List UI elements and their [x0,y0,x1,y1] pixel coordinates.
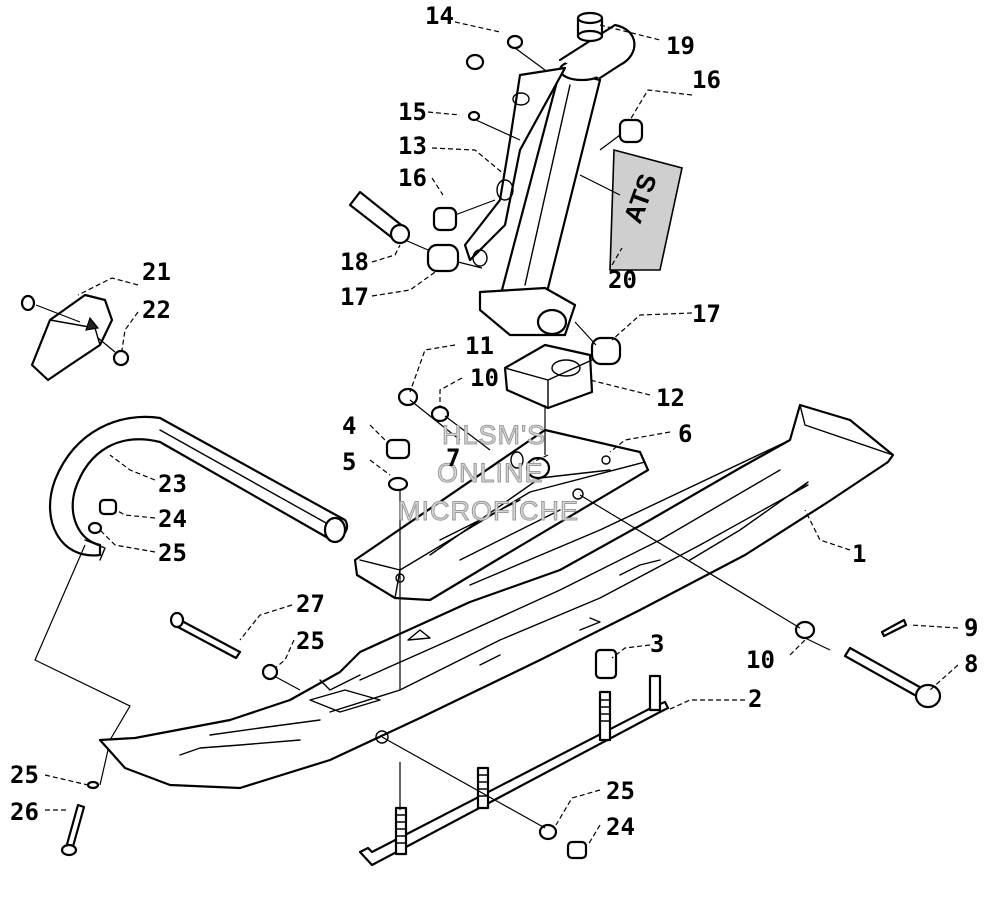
washer [465,53,485,71]
callout-18: 18 [340,248,369,276]
callout-25a: 25 [158,539,187,567]
callout-8: 8 [964,650,978,678]
callout-27: 27 [296,590,325,618]
nut [566,840,588,860]
callout-13: 13 [398,132,427,160]
bushing [618,118,644,144]
ski-saddle [353,428,650,602]
nut [385,438,411,460]
cotter-pin [880,618,908,638]
watermark-line-1: HLSM'S [442,420,546,450]
washer [794,620,816,640]
bumper [594,648,618,680]
nut [112,349,130,367]
callout-10a: 10 [746,646,775,674]
ski-handle [48,415,349,561]
bushing [426,243,460,273]
washer [86,780,100,790]
callout-1: 1 [852,540,866,568]
ski-body [98,403,895,790]
callout-10b: 10 [470,364,499,392]
callout-14: 14 [425,2,454,30]
callout-22: 22 [142,296,171,324]
callout-5: 5 [342,448,356,476]
callout-9: 9 [964,614,978,642]
callout-24a: 24 [158,505,187,533]
callout-24b: 24 [606,813,635,841]
washer [87,521,103,535]
callout-4: 4 [342,412,356,440]
callout-17b: 17 [692,300,721,328]
washer [387,476,409,492]
callout-6: 6 [678,420,692,448]
washer [261,663,279,681]
watermark: HLSM'S ONLINE MICROFICHE [398,420,579,527]
washer [397,387,419,407]
bushing [432,206,458,232]
wear-bar [358,674,670,867]
callout-labels: 1 2 3 4 5 6 7 8 9 10 10 11 12 13 14 15 1… [10,2,978,841]
callout-17a: 17 [340,283,369,311]
callout-2: 2 [748,685,762,713]
callout-16a: 16 [692,66,721,94]
callout-15: 15 [398,98,427,126]
callout-7: 7 [446,444,460,472]
spindle-cap [576,11,604,43]
bolt [843,646,942,709]
washer [538,823,558,841]
grease-fitting [467,110,481,122]
callout-21: 21 [142,258,171,286]
decal: ATS [609,148,683,271]
callout-26: 26 [10,798,39,826]
bolt [60,803,86,857]
bracket [20,293,114,382]
spacer-block [503,343,594,410]
callout-19: 19 [666,32,695,60]
callout-25c: 25 [10,761,39,789]
watermark-line-3: MICROFICHE [398,496,579,526]
nut [98,498,118,516]
bushing [525,456,551,480]
callout-25b: 25 [296,627,325,655]
pin [348,190,411,245]
spindle [463,23,636,337]
callout-25d: 25 [606,777,635,805]
callout-16b: 16 [398,164,427,192]
callout-12: 12 [656,384,685,412]
bushing [590,336,622,366]
callout-20: 20 [608,266,637,294]
callout-3: 3 [650,630,664,658]
callout-11: 11 [465,332,494,360]
callout-23: 23 [158,470,187,498]
watermark-line-2: ONLINE [437,458,544,488]
washer [506,34,524,50]
bolt [169,611,242,660]
leader-lines [34,21,959,846]
